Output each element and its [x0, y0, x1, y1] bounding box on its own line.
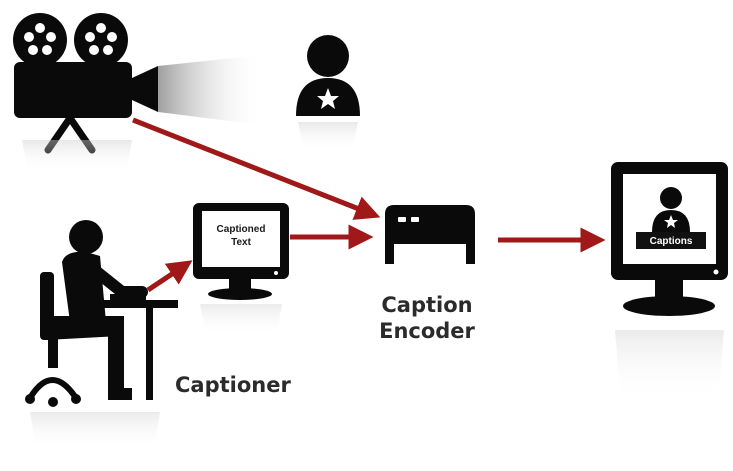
arrow-captioner-to-monitor — [146, 260, 193, 293]
caption-bar — [636, 232, 706, 249]
caption-bar-text: Captions — [650, 236, 693, 247]
person-star-icon — [652, 187, 690, 232]
flow-arrows — [132, 117, 606, 293]
person-at-desk-icon — [25, 220, 178, 450]
encoder-label-line2: Encoder — [379, 319, 475, 343]
captioner-label: Captioner — [175, 373, 291, 397]
caption-encoder — [385, 205, 475, 264]
person-star-icon — [296, 35, 360, 152]
monitor-icon — [193, 203, 289, 300]
monitor-text-line1: Captioned — [217, 224, 266, 235]
arrow-camera-to-encoder — [132, 117, 381, 220]
film-camera-icon — [13, 13, 262, 172]
encoder-label-line1: Caption — [381, 293, 472, 317]
monitor-text-line2: Text — [231, 237, 251, 248]
encoder-box-icon — [385, 205, 475, 264]
tv-monitor: Captions — [611, 162, 728, 400]
captioner-monitor: Captioned Text — [193, 203, 289, 336]
